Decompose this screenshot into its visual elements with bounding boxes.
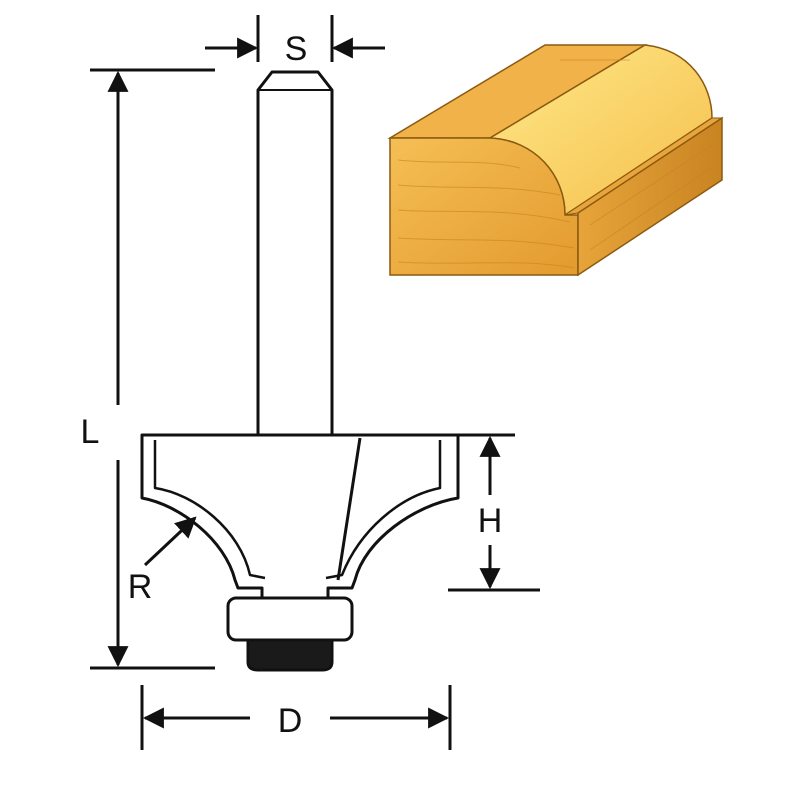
bit-bearing-ring <box>226 596 354 642</box>
bit-bearing-base <box>246 638 334 672</box>
label-s: S <box>285 30 308 68</box>
label-r: R <box>128 568 153 606</box>
wood-grain <box>397 59 716 269</box>
label-h: H <box>478 502 503 540</box>
wood-front-face <box>389 137 579 276</box>
dimension-lines <box>90 15 540 750</box>
bit-cutter-body <box>140 433 460 600</box>
wood-side-face <box>577 116 723 277</box>
label-d: D <box>278 702 303 740</box>
router-bit <box>140 70 460 672</box>
r-arrow <box>143 516 197 567</box>
bit-flute-line <box>336 437 362 581</box>
bit-profile-edge-right <box>325 440 442 580</box>
label-l: L <box>81 413 100 451</box>
bit-profile-edge-left <box>153 440 266 580</box>
wood-sample-illustration <box>387 44 724 277</box>
bit-shank <box>256 70 334 435</box>
